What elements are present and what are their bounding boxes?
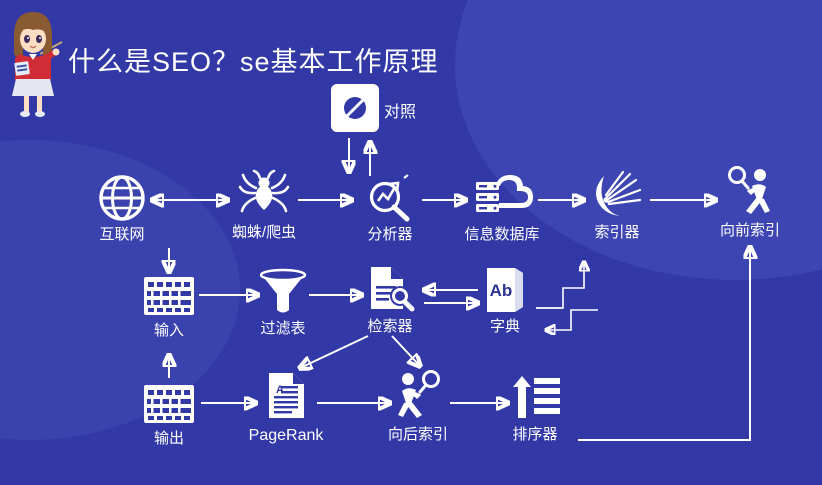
node-label: 信息数据库 — [464, 226, 540, 243]
compare-icon[interactable] — [331, 84, 379, 132]
node-label: 排序器 — [512, 426, 558, 443]
rays-fan-icon — [565, 168, 669, 220]
node-forward-index[interactable]: 向前索引 — [698, 166, 802, 240]
funnel-icon — [231, 264, 335, 316]
compare-label: 对照 — [384, 104, 417, 121]
node-dictionary[interactable]: Ab 字典 — [453, 262, 557, 336]
node-pagerank[interactable]: A PageRank — [234, 370, 338, 445]
person-magnifier-icon — [366, 370, 470, 422]
node-analyzer[interactable]: 分析器 — [338, 170, 442, 244]
node-label: 检索器 — [367, 318, 413, 335]
node-filter[interactable]: 过滤表 — [231, 264, 335, 338]
globe-icon — [70, 170, 174, 222]
teacher-girl-avatar — [2, 6, 64, 118]
node-label: 蜘蛛/爬虫 — [231, 224, 297, 241]
sort-ascending-icon — [483, 370, 587, 422]
node-label: PageRank — [248, 427, 324, 444]
node-label: 向前索引 — [719, 222, 780, 239]
node-sorter[interactable]: 排序器 — [483, 370, 587, 444]
node-label: 向后索引 — [387, 426, 448, 443]
svg-text:A: A — [276, 384, 284, 396]
dictionary-glyph: Ab — [490, 281, 513, 300]
document-search-icon — [338, 262, 442, 314]
node-spider[interactable]: 蜘蛛/爬虫 — [212, 168, 316, 242]
node-internet[interactable]: 互联网 — [70, 170, 174, 244]
page-title: 什么是SEO？se基本工作原理 — [68, 47, 439, 77]
node-database[interactable]: 信息数据库 — [450, 170, 554, 244]
node-retriever[interactable]: 检索器 — [338, 262, 442, 336]
magnifier-trend-icon — [338, 170, 442, 222]
node-input[interactable]: 输入 — [117, 266, 221, 340]
keyboard-icon — [117, 374, 221, 426]
node-label: 输出 — [153, 430, 184, 447]
person-magnifier-icon — [698, 166, 802, 218]
node-output[interactable]: 输出 — [117, 374, 221, 448]
node-label: 过滤表 — [260, 320, 306, 337]
dictionary-book-icon: Ab — [453, 262, 557, 314]
node-indexer[interactable]: 索引器 — [565, 168, 669, 242]
node-label: 互联网 — [99, 226, 145, 243]
keyboard-icon — [117, 266, 221, 318]
cloud-database-icon — [450, 170, 554, 222]
node-label: 索引器 — [594, 224, 640, 241]
spider-icon — [212, 168, 316, 220]
node-label: 字典 — [489, 318, 520, 335]
node-backward-index[interactable]: 向后索引 — [366, 370, 470, 444]
document-a-icon: A — [234, 370, 338, 422]
node-label: 输入 — [153, 322, 184, 339]
node-label: 分析器 — [367, 226, 413, 243]
